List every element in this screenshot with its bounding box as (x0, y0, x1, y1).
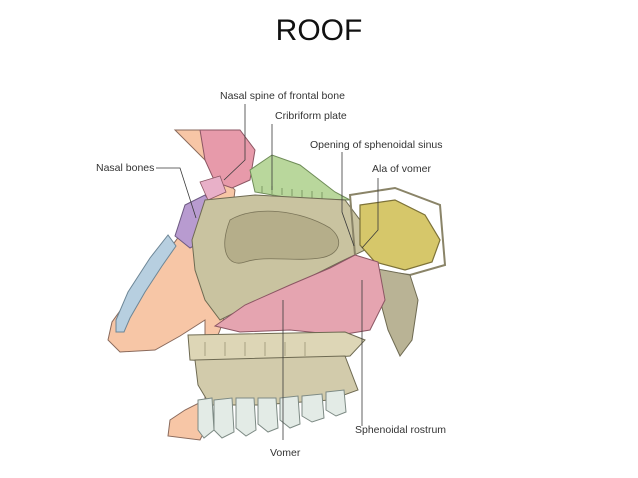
frontal-bone-region (199, 129, 256, 189)
label-sphenoidal-rostrum: Sphenoidal rostrum (355, 424, 446, 436)
label-nasal-bones: Nasal bones (96, 162, 154, 174)
label-cribriform-plate: Cribriform plate (275, 110, 347, 122)
leader-ala-vomer (361, 178, 379, 249)
teeth (197, 389, 347, 439)
slide-title: ROOF (275, 14, 363, 47)
palate-texture (204, 342, 306, 356)
turbinate-shadow (224, 210, 340, 264)
sphenoidal-sinus (359, 199, 441, 271)
label-vomer: Vomer (270, 447, 301, 459)
leader-nasal-bones (156, 167, 197, 219)
leader-nasal-spine (223, 104, 246, 181)
label-ala-of-vomer: Ala of vomer (372, 163, 431, 175)
cribriform-plate (249, 154, 351, 201)
alar-cartilage (115, 234, 177, 333)
leader-sphenoidal-opening (341, 152, 355, 247)
label-nasal-spine: Nasal spine of frontal bone (220, 90, 345, 102)
nasal-spine (199, 175, 227, 201)
label-opening-sphenoidal-sinus: Opening of sphenoidal sinus (310, 139, 443, 151)
vomer-region (213, 254, 386, 336)
